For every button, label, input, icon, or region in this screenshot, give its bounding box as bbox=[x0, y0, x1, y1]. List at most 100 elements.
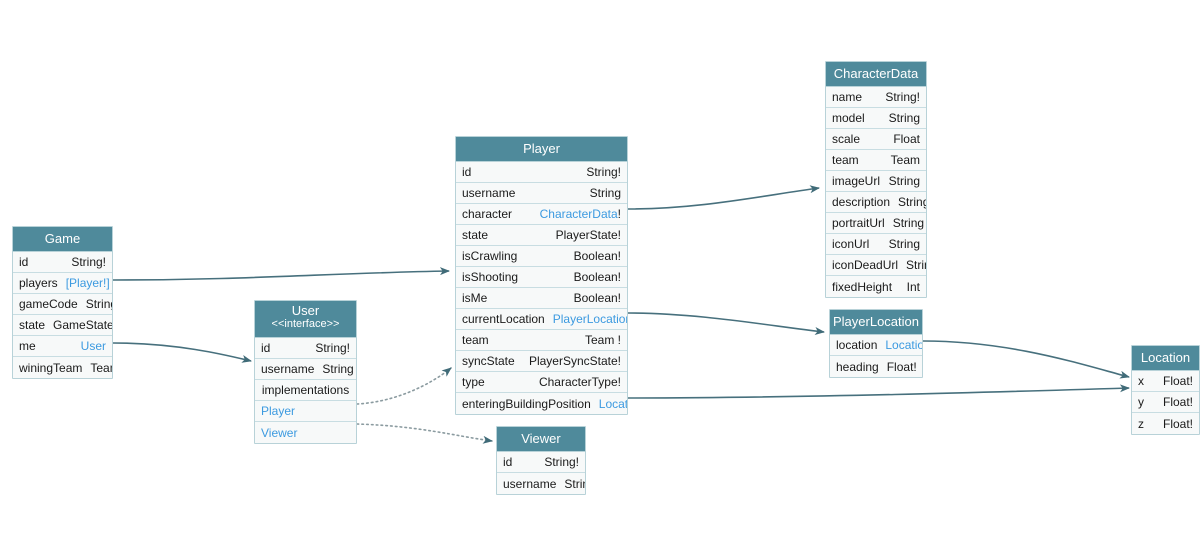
field-type: String! bbox=[85, 297, 112, 311]
entity-location[interactable]: Location x Float! y Float! z Float! bbox=[1131, 345, 1200, 435]
field-row[interactable]: username String bbox=[497, 473, 585, 494]
field-name: z bbox=[1138, 416, 1144, 431]
entity-location-title: Location bbox=[1132, 346, 1199, 371]
field-type: Float bbox=[893, 132, 920, 146]
entity-player[interactable]: Player id String! username String charac… bbox=[455, 136, 628, 415]
entity-viewer[interactable]: Viewer id String! username String bbox=[496, 426, 586, 495]
field-row[interactable]: syncState PlayerSyncState! bbox=[456, 351, 627, 372]
field-row[interactable]: type CharacterType! bbox=[456, 372, 627, 393]
field-row[interactable]: z Float! bbox=[1132, 413, 1199, 434]
entity-game[interactable]: Game id String! players [Player!] gameCo… bbox=[12, 226, 113, 379]
field-row[interactable]: iconDeadUrl String bbox=[826, 255, 926, 276]
field-name: type bbox=[462, 375, 485, 389]
edge-player-character-to-characterdata bbox=[627, 185, 820, 210]
field-row[interactable]: model String bbox=[826, 108, 926, 129]
field-row[interactable]: gameCode String! bbox=[13, 294, 112, 315]
field-name: isCrawling bbox=[462, 249, 518, 263]
field-type: String bbox=[906, 258, 926, 272]
field-name: isShooting bbox=[462, 270, 519, 284]
field-name: id bbox=[19, 255, 29, 269]
field-row[interactable]: id String! bbox=[497, 452, 585, 473]
entity-player-title: Player bbox=[456, 137, 627, 162]
field-row[interactable]: isShooting Boolean! bbox=[456, 267, 627, 288]
field-row[interactable]: heading Float! bbox=[830, 356, 922, 377]
field-type: String! bbox=[544, 455, 579, 469]
implementation-row-viewer[interactable]: Viewer bbox=[255, 422, 356, 443]
field-row[interactable]: description String bbox=[826, 192, 926, 213]
field-name: state bbox=[462, 228, 489, 242]
field-row[interactable]: id String! bbox=[13, 252, 112, 273]
field-name: id bbox=[261, 341, 271, 355]
field-type: Int bbox=[906, 279, 920, 294]
entity-viewer-title: Viewer bbox=[497, 427, 585, 452]
field-row[interactable]: fixedHeight Int bbox=[826, 276, 926, 297]
field-row[interactable]: x Float! bbox=[1132, 371, 1199, 392]
field-name: location bbox=[836, 338, 878, 352]
field-name: character bbox=[462, 207, 513, 221]
field-row[interactable]: me User bbox=[13, 336, 112, 357]
field-type: Team bbox=[890, 153, 920, 167]
edge-game-players-to-player bbox=[112, 267, 450, 281]
field-name: portraitUrl bbox=[832, 216, 885, 230]
field-row[interactable]: iconUrl String bbox=[826, 234, 926, 255]
field-row[interactable]: y Float! bbox=[1132, 392, 1199, 413]
field-type: String bbox=[564, 476, 585, 491]
field-type: String bbox=[589, 186, 621, 200]
field-type: PlayerState! bbox=[555, 228, 621, 242]
field-row[interactable]: isCrawling Boolean! bbox=[456, 246, 627, 267]
field-row[interactable]: winingTeam Team bbox=[13, 357, 112, 378]
field-row[interactable]: portraitUrl String bbox=[826, 213, 926, 234]
field-row[interactable]: username String bbox=[255, 359, 356, 380]
field-row[interactable]: id String! bbox=[456, 162, 627, 183]
field-name: players bbox=[19, 276, 58, 290]
entity-playerlocation-title: PlayerLocation bbox=[830, 310, 922, 335]
field-row[interactable]: enteringBuildingPosition Location bbox=[456, 393, 627, 414]
field-row[interactable]: location Location! bbox=[830, 335, 922, 356]
entity-user-title: User <<interface>> bbox=[255, 301, 356, 338]
field-type: Team ! bbox=[584, 333, 621, 347]
edge-game-me-to-user bbox=[112, 342, 252, 363]
field-name: iconUrl bbox=[832, 237, 870, 251]
field-name: isMe bbox=[462, 291, 488, 305]
field-row[interactable]: scale Float bbox=[826, 129, 926, 150]
field-name: team bbox=[832, 153, 859, 167]
field-type: [Player!] bbox=[65, 276, 110, 290]
field-type: Float! bbox=[1162, 416, 1193, 431]
entity-characterdata[interactable]: CharacterData name String! model String … bbox=[825, 61, 927, 298]
implementations-text: implementations bbox=[261, 383, 350, 397]
field-type: Team bbox=[90, 360, 112, 375]
field-type: String! bbox=[315, 341, 350, 355]
edge-player-currentlocation-to-playerlocation bbox=[627, 312, 825, 335]
field-row[interactable]: id String! bbox=[255, 338, 356, 359]
field-type: Boolean! bbox=[573, 249, 621, 263]
field-row[interactable]: currentLocation PlayerLocation! bbox=[456, 309, 627, 330]
field-row[interactable]: isMe Boolean! bbox=[456, 288, 627, 309]
field-row[interactable]: state GameState! bbox=[13, 315, 112, 336]
field-type: Location! bbox=[885, 338, 922, 352]
field-type: PlayerSyncState! bbox=[528, 354, 621, 368]
field-name: iconDeadUrl bbox=[832, 258, 899, 272]
field-name: winingTeam bbox=[19, 360, 83, 375]
field-row[interactable]: name String! bbox=[826, 87, 926, 108]
implementation-name: Viewer bbox=[261, 425, 298, 440]
field-row[interactable]: state PlayerState! bbox=[456, 225, 627, 246]
implementations-label: implementations bbox=[255, 380, 356, 401]
field-row[interactable]: players [Player!] bbox=[13, 273, 112, 294]
field-name: x bbox=[1138, 374, 1144, 388]
field-type: User bbox=[80, 339, 106, 353]
entity-user[interactable]: User <<interface>> id String! username S… bbox=[254, 300, 357, 444]
field-name: state bbox=[19, 318, 46, 332]
field-type: String bbox=[888, 237, 920, 251]
field-row[interactable]: character CharacterData! bbox=[456, 204, 627, 225]
entity-playerlocation[interactable]: PlayerLocation location Location! headin… bbox=[829, 309, 923, 378]
field-row[interactable]: team Team ! bbox=[456, 330, 627, 351]
field-row[interactable]: username String bbox=[456, 183, 627, 204]
field-name: username bbox=[462, 186, 516, 200]
field-row[interactable]: imageUrl String bbox=[826, 171, 926, 192]
field-type: CharacterData! bbox=[539, 207, 621, 221]
field-row[interactable]: team Team bbox=[826, 150, 926, 171]
implementation-row-player[interactable]: Player bbox=[255, 401, 356, 422]
entity-game-title: Game bbox=[13, 227, 112, 252]
implementation-name: Player bbox=[261, 404, 296, 418]
